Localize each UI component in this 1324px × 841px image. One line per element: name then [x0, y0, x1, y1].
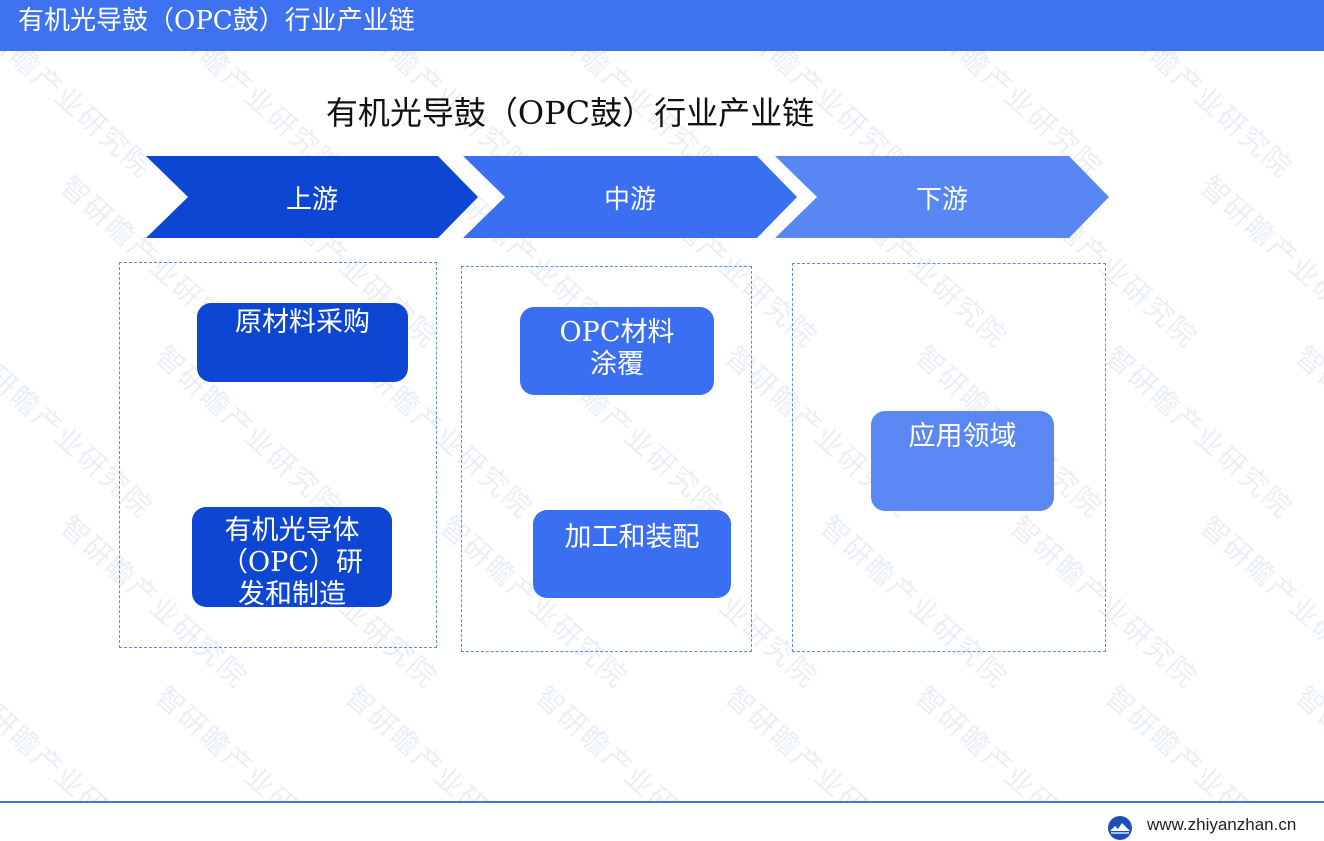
- header-bar: 有机光导鼓（OPC鼓）行业产业链: [0, 0, 1324, 51]
- watermark-text: 智研瞻产业研究院: [908, 679, 1110, 801]
- watermark-text: 智研瞻产业研究院: [528, 679, 730, 801]
- zhiyanzhan-logo-icon: [1108, 816, 1132, 840]
- watermark-text: 智研瞻产业研究院: [1288, 51, 1324, 185]
- header-title: 有机光导鼓（OPC鼓）行业产业链: [18, 6, 415, 36]
- node-application-fields: 应用领域: [871, 411, 1054, 511]
- node-opc-material-coating: OPC材料涂覆: [520, 307, 714, 395]
- chevron-shape: [146, 156, 478, 238]
- watermark-text: 智研瞻产业研究院: [0, 679, 160, 801]
- stage-arrow-upstream: 上游: [146, 156, 478, 238]
- watermark-text: 智研瞻产业研究院: [718, 679, 920, 801]
- watermark-text: 智研瞻产业研究院: [1098, 679, 1300, 801]
- watermark-text: 智研瞻产业研究院: [1193, 169, 1324, 355]
- stage-panel-midstream: [461, 266, 752, 652]
- stage-arrow-downstream: 下游: [775, 156, 1109, 238]
- footer-divider: [0, 801, 1324, 803]
- footer-url[interactable]: www.zhiyanzhan.cn: [1147, 815, 1297, 834]
- node-raw-material-procurement: 原材料采购: [197, 303, 408, 382]
- node-opc-rd-manufacturing: 有机光导体（OPC）研发和制造: [192, 507, 392, 610]
- watermark-text: 智研瞻产业研究院: [1193, 509, 1324, 695]
- stage-arrow-midstream: 中游: [463, 156, 797, 238]
- stage-label-downstream: 下游: [915, 184, 968, 215]
- stage-label-midstream: 中游: [603, 184, 656, 215]
- watermark-text: 智研瞻产业研究院: [1288, 679, 1324, 801]
- diagram-title: 有机光导鼓（OPC鼓）行业产业链: [325, 94, 815, 132]
- chevron-shape: [775, 156, 1109, 238]
- watermark-text: 智研瞻产业研究院: [1098, 339, 1300, 525]
- stage-panel-downstream: [792, 263, 1106, 652]
- stage-panel-upstream: [119, 262, 437, 648]
- watermark-text: 智研瞻产业研究院: [338, 679, 540, 801]
- node-processing-assembly: 加工和装配: [533, 510, 731, 598]
- stage-label-upstream: 上游: [285, 184, 338, 215]
- watermark-text: 智研瞻产业研究院: [148, 679, 350, 801]
- chevron-shape: [463, 156, 797, 238]
- watermark-text: 智研瞻产业研究院: [1288, 339, 1324, 525]
